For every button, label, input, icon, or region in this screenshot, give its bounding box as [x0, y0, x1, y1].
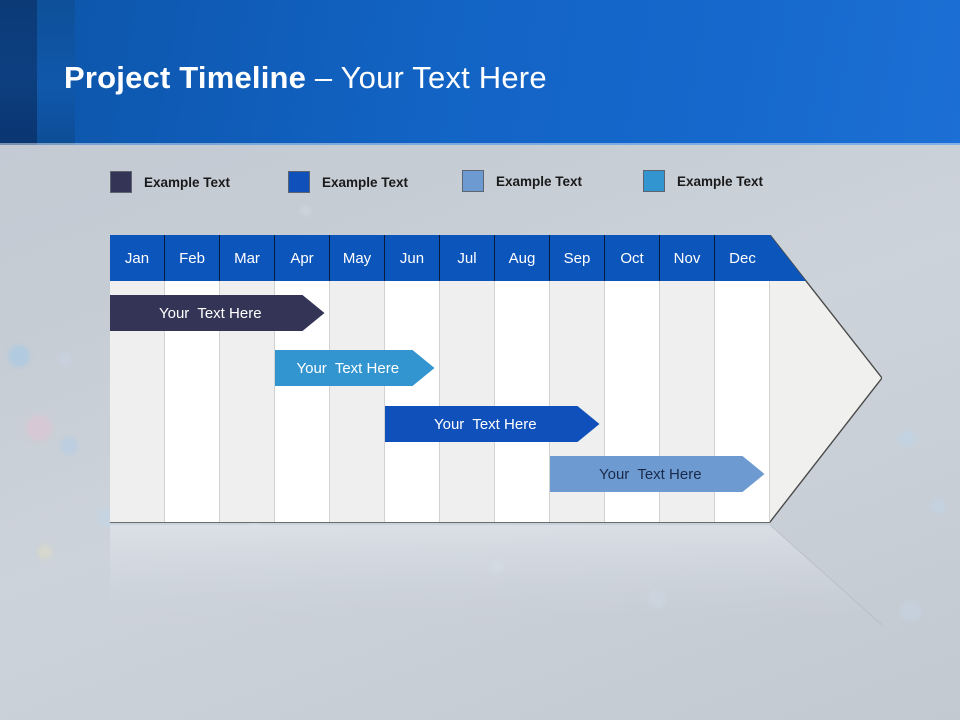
page-title: Project Timeline – Your Text Here — [64, 60, 547, 96]
legend-swatch — [110, 171, 132, 193]
month-cell-oct[interactable]: Oct — [605, 235, 660, 281]
grid-column-jul — [440, 281, 495, 522]
legend-item[interactable]: Example Text — [288, 171, 408, 193]
page-title-rest: – Your Text Here — [306, 60, 547, 95]
month-cell-jan[interactable]: Jan — [110, 235, 165, 281]
month-cell-feb[interactable]: Feb — [165, 235, 220, 281]
legend-swatch — [288, 171, 310, 193]
header-stripe-mid — [37, 0, 75, 145]
legend-label: Example Text — [677, 173, 764, 189]
task-bar-label: Your Text Here — [296, 359, 400, 377]
page-title-bold: Project Timeline — [64, 60, 307, 95]
task-bar-2[interactable]: Your Text Here — [275, 350, 435, 386]
month-cell-jun[interactable]: Jun — [385, 235, 440, 281]
task-bar-shape — [110, 295, 325, 331]
grid-column-may — [330, 281, 385, 522]
month-cell-nov[interactable]: Nov — [660, 235, 715, 281]
task-bar-4[interactable]: Your Text Here — [550, 456, 765, 492]
month-cell-dec[interactable]: Dec — [715, 235, 770, 281]
legend: Example Text Example Text Example Text Exam… — [110, 167, 810, 197]
legend-swatch — [462, 170, 484, 192]
month-cell-aug[interactable]: Aug — [495, 235, 550, 281]
grid-column-aug — [495, 281, 550, 522]
month-cell-sep[interactable]: Sep — [550, 235, 605, 281]
slide-header-band: Project Timeline – Your Text Here — [0, 0, 960, 145]
month-cell-apr[interactable]: Apr — [275, 235, 330, 281]
month-cell-mar[interactable]: Mar — [220, 235, 275, 281]
task-bar-label: Your Text Here — [598, 465, 702, 483]
header-divider — [0, 143, 960, 145]
grid-column-jun — [385, 281, 440, 522]
chart-reflection — [110, 525, 882, 625]
task-bar-shape — [385, 406, 600, 442]
legend-label: Example Text — [496, 173, 583, 189]
legend-label: Example Text — [322, 174, 409, 190]
month-cell-jul[interactable]: Jul — [440, 235, 495, 281]
legend-item[interactable]: Example Text — [462, 170, 582, 192]
legend-swatch — [643, 170, 665, 192]
task-bar-3[interactable]: Your Text Here — [385, 406, 600, 442]
task-bar-shape — [550, 456, 765, 492]
legend-item[interactable]: Example Text — [110, 171, 230, 193]
task-bar-label: Your Text Here — [158, 304, 262, 322]
task-bar-shape — [275, 350, 435, 386]
header-stripe-dark — [0, 0, 37, 145]
task-bar-label: Your Text Here — [433, 415, 537, 433]
month-cell-may[interactable]: May — [330, 235, 385, 281]
legend-item[interactable]: Example Text — [643, 170, 763, 192]
task-bar-1[interactable]: Your Text Here — [110, 295, 325, 331]
legend-label: Example Text — [144, 174, 231, 190]
